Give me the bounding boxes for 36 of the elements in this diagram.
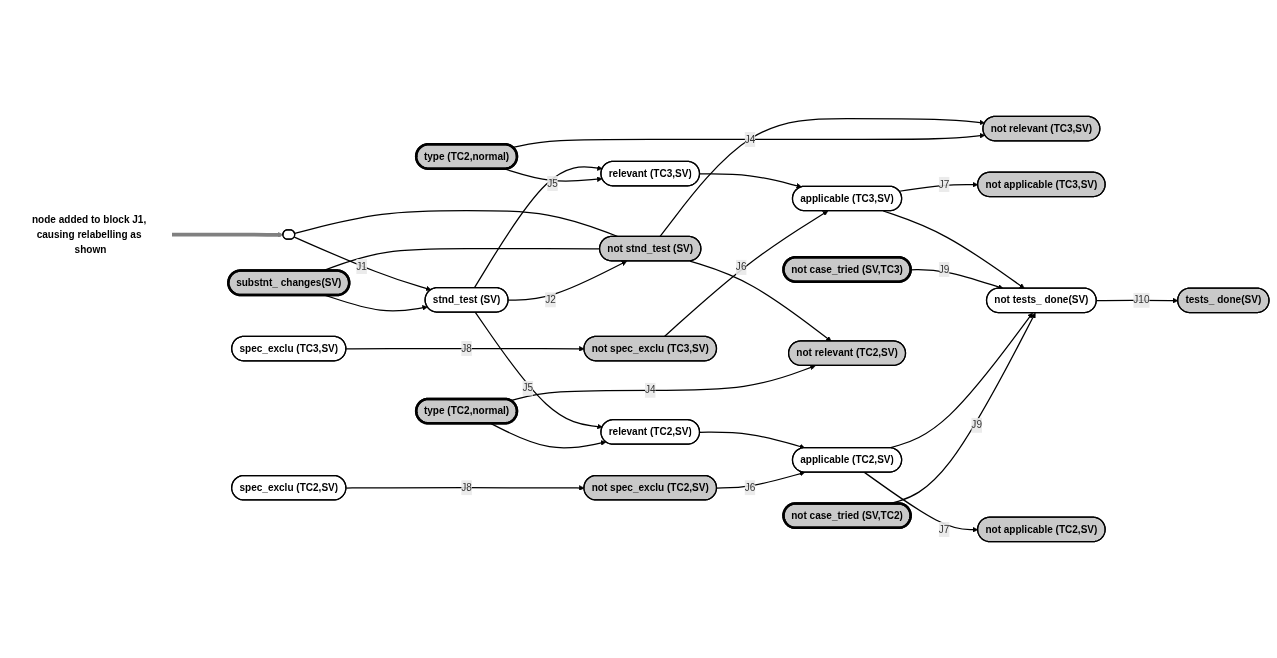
edge-label: J9 (970, 419, 982, 431)
edge-label: J1 (355, 260, 367, 272)
arrow (507, 260, 627, 301)
connector (293, 210, 619, 238)
arrow (909, 269, 1003, 290)
edge-label: J4 (644, 384, 656, 396)
edge-label: J10 (1132, 294, 1149, 306)
edge-label: J7 (938, 523, 949, 535)
edge-label: J6 (744, 482, 755, 493)
edge-label: J8 (460, 342, 472, 354)
edge-label: J5 (521, 382, 533, 394)
arrow (511, 133, 985, 149)
arrow (345, 485, 584, 491)
arrow (688, 260, 831, 342)
arrow (1095, 297, 1178, 304)
arrow (698, 173, 802, 189)
edge-label: J5 (546, 177, 558, 189)
arrow (474, 311, 603, 430)
arrow (171, 232, 283, 238)
arrow (882, 210, 1025, 289)
arrow (715, 471, 805, 489)
arrow (473, 165, 603, 289)
edge-label: J4 (744, 133, 755, 145)
edge-label: J8 (460, 482, 472, 493)
edge-label: J2 (544, 294, 556, 305)
arrow (663, 210, 828, 338)
arrow (698, 431, 805, 450)
edge-label: J6 (735, 261, 746, 273)
arrow (898, 181, 978, 192)
node-text: node added to block J1, causing relabelling as shown (31, 213, 146, 255)
arrow (658, 117, 985, 238)
arrow (345, 346, 584, 352)
arrow (293, 236, 431, 292)
edge-label: J7 (938, 178, 949, 190)
edge-label: J9 (938, 263, 949, 275)
arrow (863, 471, 978, 533)
